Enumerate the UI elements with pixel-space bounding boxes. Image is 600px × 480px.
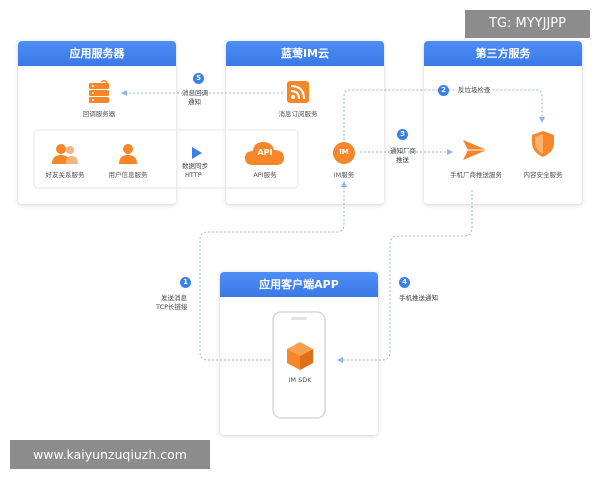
push-notify-line: [337, 190, 473, 363]
rss-icon: [287, 81, 309, 107]
friends-icon: [52, 143, 78, 169]
send-plane-icon: [463, 140, 487, 166]
shield-icon: [532, 131, 554, 161]
im-cloud-panel: 蓝莺IM云: [226, 41, 384, 204]
third-party-panel: 第三方服务: [424, 41, 582, 204]
callback-server-label: 回调服务器: [82, 110, 116, 118]
step-1-label-line2: TCP长链接: [156, 303, 188, 311]
im-cloud-title: 蓝莺IM云: [226, 41, 384, 66]
api-icon-text: API: [257, 148, 273, 157]
step-3-label-line1: 通知厂商: [390, 147, 416, 155]
msg-subscribe-label: 消息订阅服务: [278, 110, 318, 118]
friend-service-label: 好友关系服务: [45, 171, 85, 179]
step-5-badge: 5: [193, 73, 204, 84]
phone-speaker: [291, 317, 307, 320]
step-2-label: 反垃圾检查: [456, 86, 493, 95]
im-service-label: IM服务: [333, 171, 355, 179]
step-4-badge: 4: [399, 277, 410, 288]
send-message-line: [199, 181, 347, 361]
step-2-badge: 2: [438, 85, 449, 96]
im-icon-text: IM: [339, 148, 349, 156]
sync-label-line2: HTTP: [185, 171, 202, 179]
step-5-label-line1: 消息回调: [182, 89, 208, 97]
url-watermark: www.kaiyunzuqiuzh.com: [10, 440, 210, 469]
user-info-service-label: 用户信息服务: [108, 171, 148, 179]
step-3-badge: 3: [397, 129, 408, 140]
step-3-label-line2: 推送: [396, 156, 409, 164]
service-group-box: [33, 129, 299, 189]
im-sdk-label: IM SDK: [288, 376, 312, 384]
im-bubble-icon: IM: [332, 141, 356, 165]
step-1-badge: 1: [180, 277, 191, 288]
app-server-title: 应用服务器: [18, 41, 176, 66]
user-icon: [118, 143, 138, 169]
tg-watermark: TG: MYYJJPP: [465, 10, 590, 38]
app-server-panel: 应用服务器: [18, 41, 176, 204]
third-party-title: 第三方服务: [424, 41, 582, 66]
step-1-label-line1: 发送消息: [161, 294, 187, 302]
sdk-cube-icon: [287, 342, 313, 374]
push-vendor-label: 手机厂商推送服务: [450, 171, 502, 179]
step-5-label-line2: 通知: [188, 98, 201, 106]
anti-spam-line: [343, 89, 545, 140]
client-app-title: 应用客户端APP: [220, 272, 378, 297]
content-security-label: 内容安全服务: [523, 171, 563, 179]
sync-label-line1: 数据同步: [182, 162, 208, 170]
play-arrow-icon: [192, 144, 202, 163]
server-stack-icon: [88, 79, 110, 108]
step-4-label: 手机推送通知: [399, 294, 438, 302]
api-cloud-icon: API: [244, 139, 286, 167]
api-service-label: API服务: [253, 171, 277, 179]
